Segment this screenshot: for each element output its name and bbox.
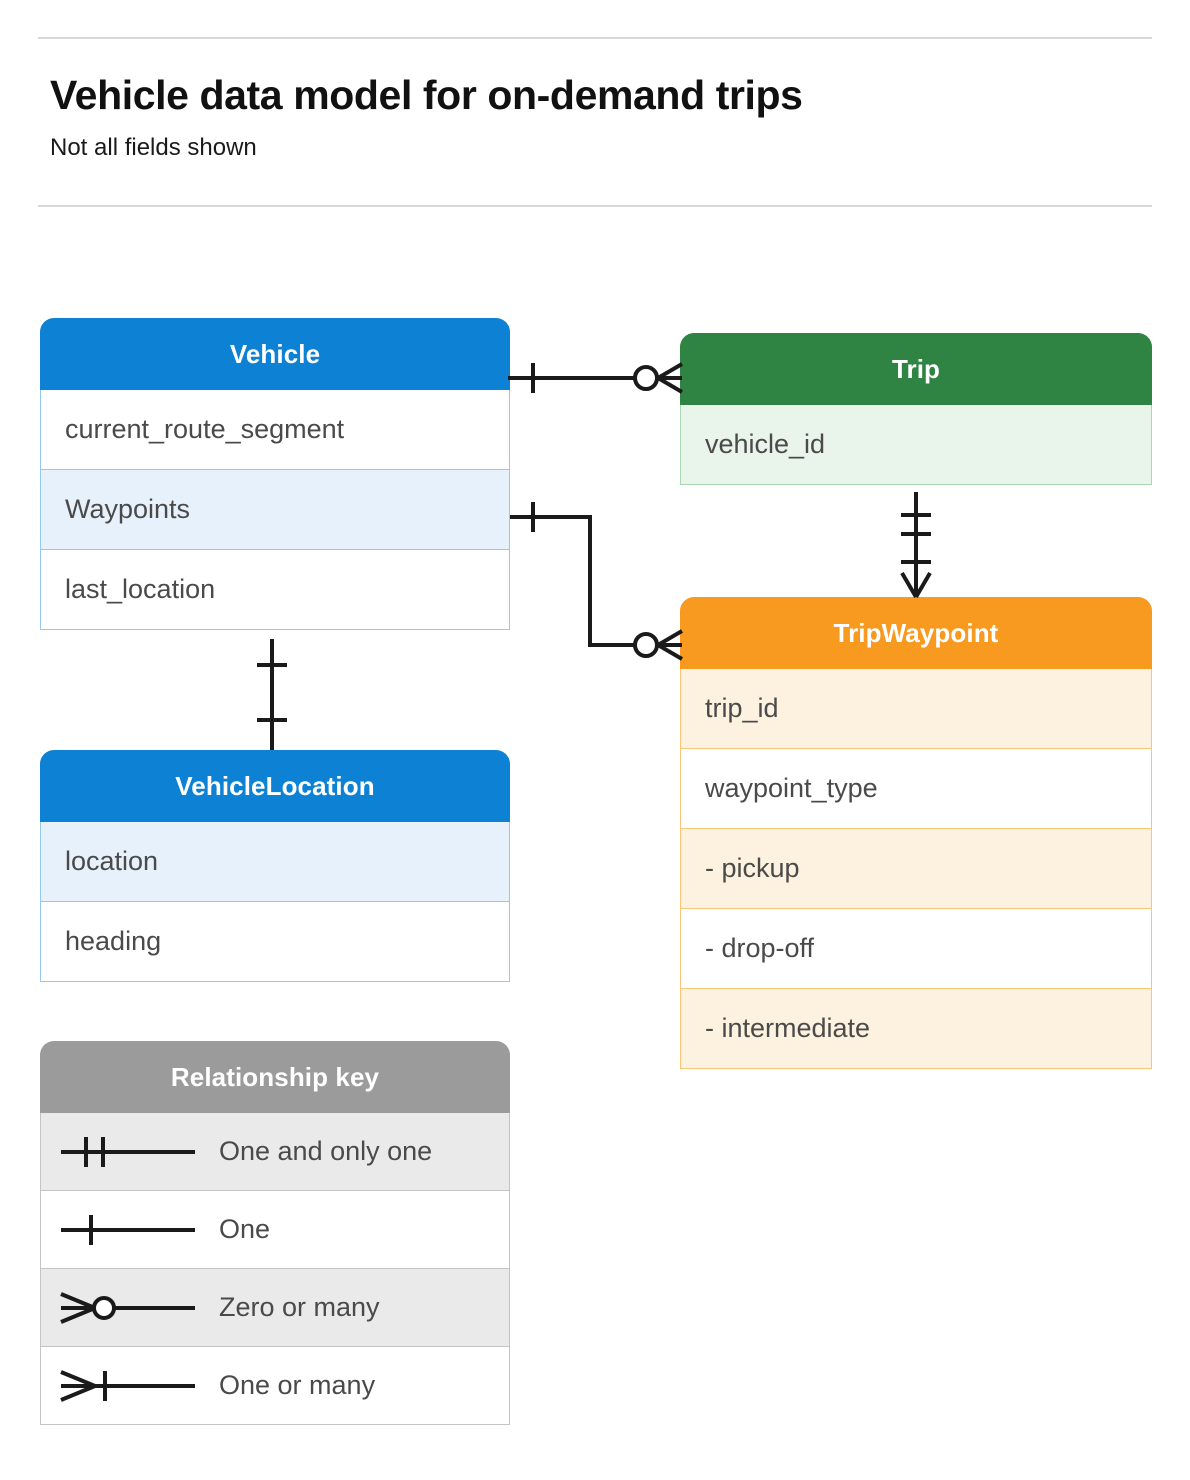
field-waypoint-type-dropoff[interactable]: - drop-off — [680, 909, 1152, 989]
legend-label-one-or-many: One or many — [219, 1370, 376, 1400]
connector-vehicle-to-trip — [508, 362, 684, 394]
legend-item-one: One — [40, 1191, 510, 1269]
field-heading[interactable]: heading — [40, 902, 510, 982]
entity-vehiclelocation-title: VehicleLocation — [40, 750, 510, 822]
connector-trip-to-tripwaypoint — [900, 492, 932, 599]
field-waypoint-type-intermediate[interactable]: - intermediate — [680, 989, 1152, 1069]
field-trip-id[interactable]: trip_id — [680, 669, 1152, 749]
legend-label-one-and-only-one: One and only one — [219, 1136, 433, 1166]
page-title: Vehicle data model for on-demand trips — [50, 72, 803, 118]
entity-tripwaypoint-title: TripWaypoint — [680, 597, 1152, 669]
entity-vehiclelocation[interactable]: VehicleLocation location heading — [40, 750, 510, 982]
field-vehicle-id[interactable]: vehicle_id — [680, 405, 1152, 485]
header-rule-bottom — [38, 205, 1152, 207]
field-waypoints[interactable]: Waypoints — [40, 470, 510, 550]
zero-or-many-icon — [41, 1288, 219, 1328]
entity-tripwaypoint[interactable]: TripWaypoint trip_id waypoint_type - pic… — [680, 597, 1152, 1069]
legend-item-one-and-only-one: One and only one — [40, 1113, 510, 1191]
entity-vehicle[interactable]: Vehicle current_route_segment Waypoints … — [40, 318, 510, 630]
legend-item-one-or-many: One or many — [40, 1347, 510, 1425]
header-rule-top — [38, 37, 1152, 39]
legend-label-one: One — [219, 1214, 271, 1244]
connector-waypoints-to-tripwaypoint — [510, 502, 684, 661]
relationship-key-legend: Relationship key One and only one One — [40, 1041, 510, 1425]
field-waypoint-type[interactable]: waypoint_type — [680, 749, 1152, 829]
field-location[interactable]: location — [40, 822, 510, 902]
legend-title: Relationship key — [40, 1041, 510, 1113]
field-waypoint-type-pickup[interactable]: - pickup — [680, 829, 1152, 909]
entity-trip-title: Trip — [680, 333, 1152, 405]
legend-label-zero-or-many: Zero or many — [219, 1292, 380, 1322]
one-icon — [41, 1210, 219, 1250]
entity-trip[interactable]: Trip vehicle_id — [680, 333, 1152, 485]
one-or-many-icon — [41, 1366, 219, 1406]
one-and-only-one-icon — [41, 1132, 219, 1172]
field-last-location[interactable]: last_location — [40, 550, 510, 630]
connector-vehicle-to-vehiclelocation — [257, 639, 287, 750]
entity-vehicle-title: Vehicle — [40, 318, 510, 390]
legend-item-zero-or-many: Zero or many — [40, 1269, 510, 1347]
field-current-route-segment[interactable]: current_route_segment — [40, 390, 510, 470]
page-subtitle: Not all fields shown — [50, 134, 257, 161]
